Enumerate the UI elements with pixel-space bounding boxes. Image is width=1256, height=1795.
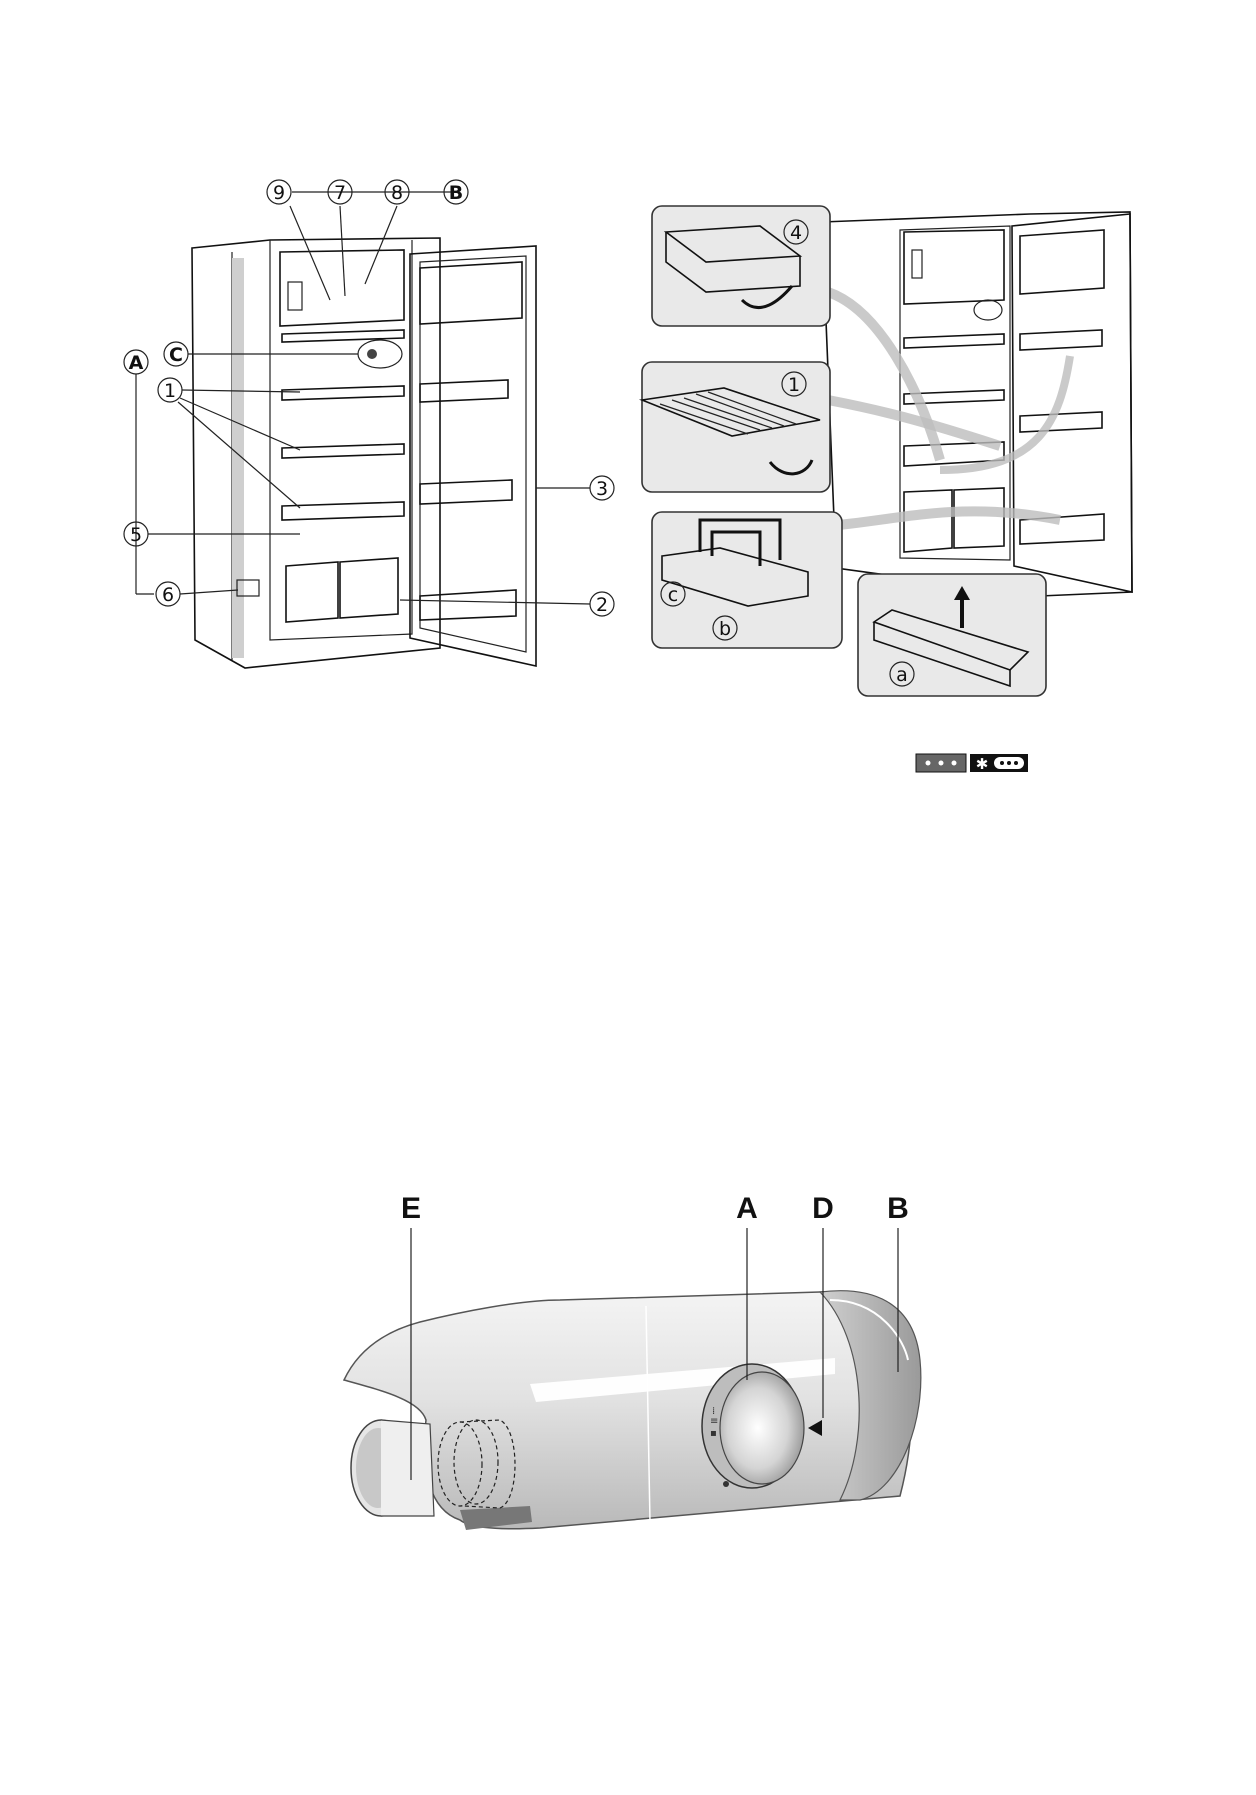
thermostat-housing bbox=[358, 340, 402, 368]
freezer-compartment bbox=[280, 250, 404, 326]
door-shelf bbox=[420, 380, 508, 402]
svg-text:b: b bbox=[719, 618, 731, 640]
callout-3: 3 bbox=[590, 476, 614, 500]
callout-A: A bbox=[124, 350, 148, 374]
panel-door-shelf-removal bbox=[652, 206, 830, 326]
svg-text:✱: ✱ bbox=[976, 755, 989, 773]
door-shelf bbox=[420, 480, 512, 504]
svg-text:8: 8 bbox=[391, 182, 403, 204]
door-bottle-shelf bbox=[420, 590, 516, 620]
callout-6: 6 bbox=[156, 582, 180, 606]
callout-5: 5 bbox=[124, 522, 148, 546]
figure-fridge-parts: 9 7 8 B A 5 6 bbox=[124, 180, 614, 668]
svg-text:B: B bbox=[449, 182, 463, 204]
callout-C: C bbox=[164, 342, 188, 366]
shelf-glass bbox=[282, 502, 404, 520]
thermostat-knob[interactable] bbox=[720, 1372, 804, 1484]
label-B: B bbox=[887, 1192, 909, 1225]
shelf bbox=[282, 444, 404, 458]
svg-text:4: 4 bbox=[790, 222, 802, 244]
svg-text:1: 1 bbox=[788, 374, 800, 396]
svg-text:a: a bbox=[896, 664, 908, 686]
label-E: E bbox=[401, 1192, 421, 1225]
figure-removable-parts: 4 1 c b bbox=[642, 206, 1132, 696]
svg-text:9: 9 bbox=[273, 182, 285, 204]
svg-text:≡: ≡ bbox=[710, 1416, 718, 1427]
callout-1: 1 bbox=[158, 378, 182, 402]
svg-text:7: 7 bbox=[334, 182, 346, 204]
figure-thermostat-housing: ⁞≡▪ E A D B bbox=[344, 1192, 921, 1530]
svg-text:c: c bbox=[668, 584, 678, 606]
svg-text:5: 5 bbox=[130, 524, 142, 546]
freezer-compartment-2 bbox=[904, 230, 1004, 304]
svg-text:3: 3 bbox=[596, 478, 608, 500]
svg-text:C: C bbox=[169, 344, 183, 366]
svg-text:A: A bbox=[129, 352, 144, 374]
svg-text:2: 2 bbox=[596, 594, 608, 616]
callout-2: 2 bbox=[590, 592, 614, 616]
cabinet-outline bbox=[192, 238, 440, 668]
svg-text:▪: ▪ bbox=[710, 1428, 717, 1439]
door-compartment bbox=[420, 262, 522, 324]
shelf bbox=[282, 386, 404, 400]
panel-bottle-shelf bbox=[858, 574, 1046, 696]
fridge-star-icon: ✱ bbox=[970, 754, 1028, 773]
label-D: D bbox=[812, 1192, 834, 1225]
callout-9: 9 bbox=[267, 180, 291, 204]
label-A: A bbox=[736, 1192, 758, 1225]
freezer-stars-icon bbox=[916, 754, 966, 772]
crisper-drawer bbox=[286, 562, 338, 622]
svg-text:1: 1 bbox=[164, 380, 176, 402]
crisper-drawer bbox=[340, 558, 398, 618]
svg-text:6: 6 bbox=[162, 584, 174, 606]
